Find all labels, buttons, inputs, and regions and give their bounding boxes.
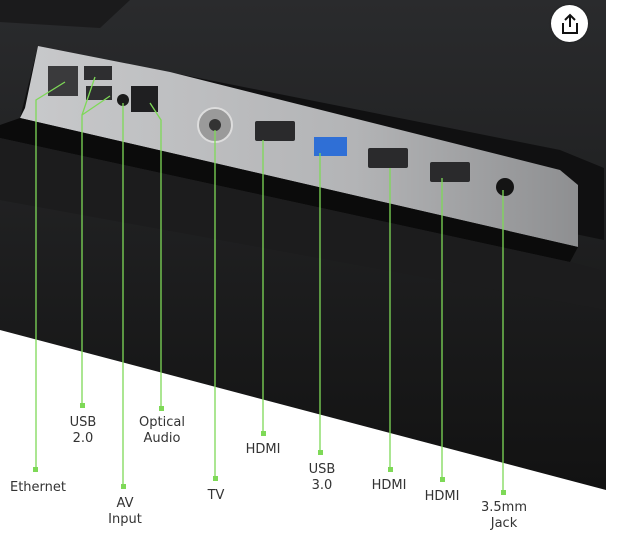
hdmi-port (430, 162, 470, 182)
port-label-hdmi: HDMI (245, 442, 281, 457)
av-port (117, 94, 129, 106)
usb2-port (86, 86, 112, 100)
port-label-ethernet: Ethernet (10, 480, 66, 495)
ethernet-port (48, 66, 78, 96)
port-label-hdmi: HDMI (424, 489, 460, 504)
port-panel (20, 46, 578, 247)
hdmi-port (368, 148, 408, 168)
leader-dots (33, 403, 506, 495)
hdmi-port (255, 121, 295, 141)
jack-port (496, 178, 514, 196)
share-icon (561, 13, 578, 34)
port-label-optical-audio: Optical Audio (139, 415, 185, 446)
port-label-usb3: USB 3.0 (308, 462, 336, 493)
usb3-port (314, 137, 347, 156)
port-label-jack: 3.5mm Jack (480, 500, 528, 531)
port-label-usb2: USB 2.0 (69, 415, 97, 446)
port-label-hdmi: HDMI (371, 478, 407, 493)
leader-lines (35, 76, 504, 492)
port-label-tv: TV (207, 488, 225, 503)
usb2-port (84, 66, 112, 80)
port-label-av-input: AV Input (108, 496, 142, 527)
share-button[interactable] (551, 5, 588, 42)
